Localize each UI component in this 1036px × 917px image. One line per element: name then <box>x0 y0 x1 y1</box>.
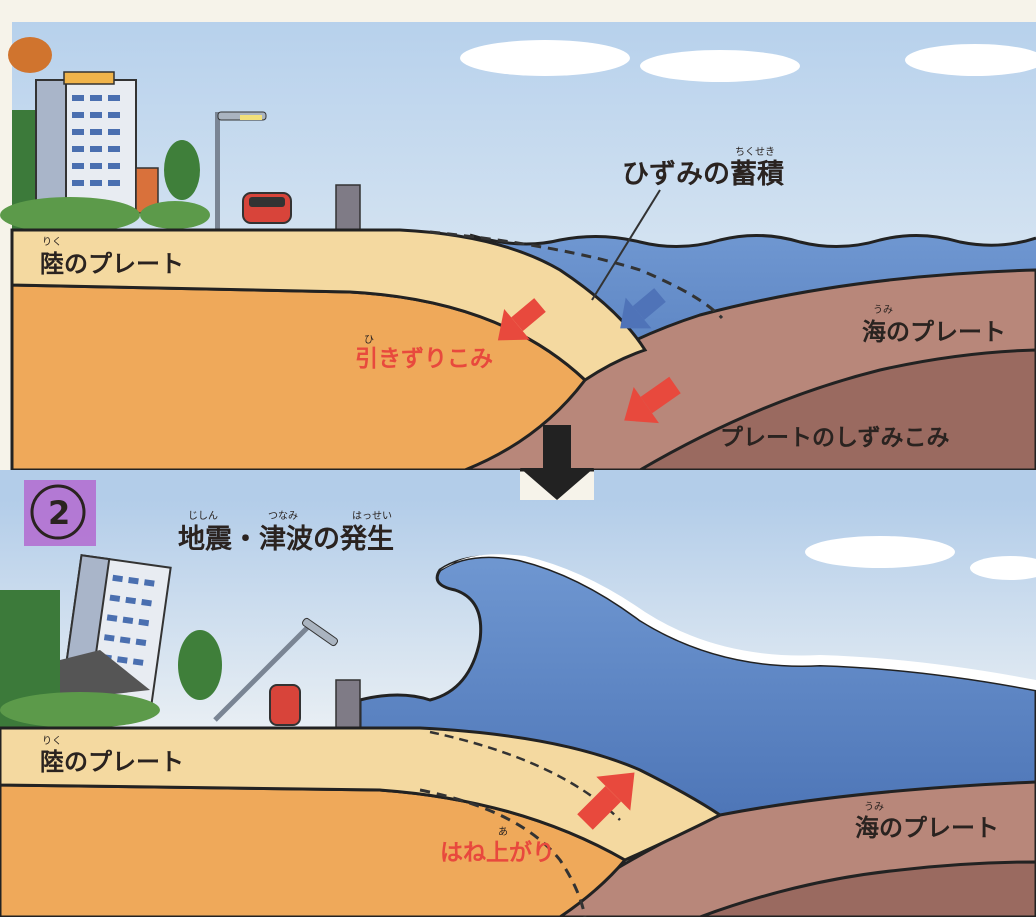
subduction-label: プレートのしずみこみ <box>720 425 950 451</box>
sea-surface-1 <box>469 233 1036 248</box>
step-marker: 2 <box>24 480 96 546</box>
strain-label: ひずみの蓄積 <box>622 159 784 190</box>
ocean-plate-label-1: 海のプレート <box>862 318 1006 346</box>
title-ruby-3: はっせい <box>352 510 392 522</box>
land-plate-label-1: 陸のプレート <box>40 250 184 278</box>
panel-2: 2 じしん つなみ はっせい 地震・津波の発生 りく 陸のプレート うみ 海のプ… <box>0 470 1036 917</box>
panel-1: ちくせき ひずみの蓄積 りく 陸のプレート うみ 海のプレート ひ 引きずりこみ… <box>0 22 1036 500</box>
drag-arrow-blue <box>620 288 666 329</box>
ocean-plate-label-2: 海のプレート <box>855 814 999 842</box>
land-plate-2 <box>0 726 723 862</box>
rebound-dashed-line-upper <box>429 730 621 821</box>
strain-leader <box>591 189 661 301</box>
clouds-2 <box>805 536 1036 580</box>
down-arrow <box>520 425 594 500</box>
rebound-label: はね上がり <box>440 839 555 866</box>
land-plate-ruby-2: りく <box>42 735 62 747</box>
rebound-arrow-red <box>577 772 635 830</box>
strain-dashed-line <box>429 230 724 320</box>
rebound-ruby: あ <box>498 826 508 838</box>
subduction-arrow-red <box>624 376 681 424</box>
strain-ruby: ちくせき <box>735 146 775 158</box>
drag-ruby: ひ <box>364 335 374 346</box>
city-1 <box>0 37 361 233</box>
clouds-1 <box>460 40 1036 82</box>
city-2 <box>0 554 361 730</box>
land-plate-1 <box>10 228 648 382</box>
land-plate-ruby-1: りく <box>42 236 62 248</box>
title-ruby-2: つなみ <box>268 510 298 522</box>
rebound-dashed-line <box>419 788 587 917</box>
wave-foam <box>440 554 1036 690</box>
sky-2-top-right <box>594 470 1036 500</box>
title-ruby-1: じしん <box>188 510 218 522</box>
ocean-plate-lower-1 <box>634 348 1036 472</box>
land-plate-label-2: 陸のプレート <box>40 748 184 776</box>
ocean-plate-ruby-2: うみ <box>864 801 884 813</box>
drag-label: 引きずりこみ <box>355 346 493 372</box>
panel2-title: 地震・津波の発生 <box>178 524 394 555</box>
step-marker-number: 2 <box>48 494 70 532</box>
drag-arrow-red <box>497 298 546 341</box>
ocean-plate-lower-2 <box>699 860 1036 917</box>
ocean-plate-ruby-1: うみ <box>873 304 893 316</box>
